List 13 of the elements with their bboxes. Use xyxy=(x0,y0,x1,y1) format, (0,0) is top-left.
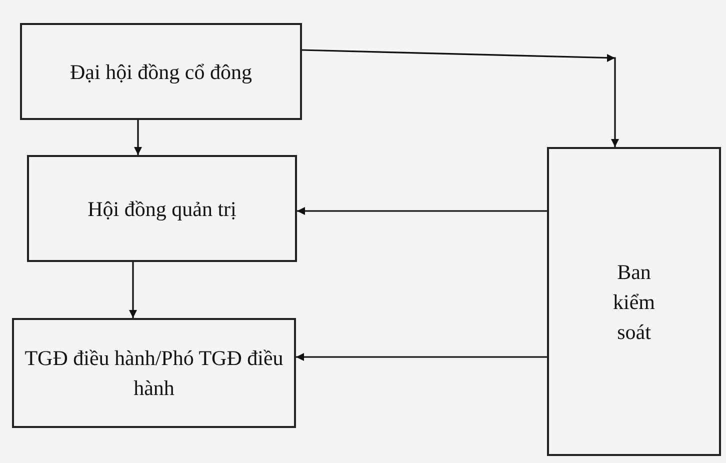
arrow xyxy=(134,120,142,155)
box-label: Đại hội đồng cổ đông xyxy=(70,58,252,86)
arrow xyxy=(302,49,619,147)
process-box xyxy=(547,147,721,456)
box-label: Hội đồng quản trị xyxy=(88,196,236,222)
process-box xyxy=(12,318,296,428)
arrow xyxy=(296,353,547,361)
arrow xyxy=(297,207,547,215)
box-label: Ban kiểm soát xyxy=(612,258,656,346)
process-box xyxy=(27,155,297,262)
process-box xyxy=(20,23,302,120)
box-label: TGĐ điều hành/Phó TGĐ điều hành xyxy=(24,345,284,402)
arrow xyxy=(129,262,137,318)
